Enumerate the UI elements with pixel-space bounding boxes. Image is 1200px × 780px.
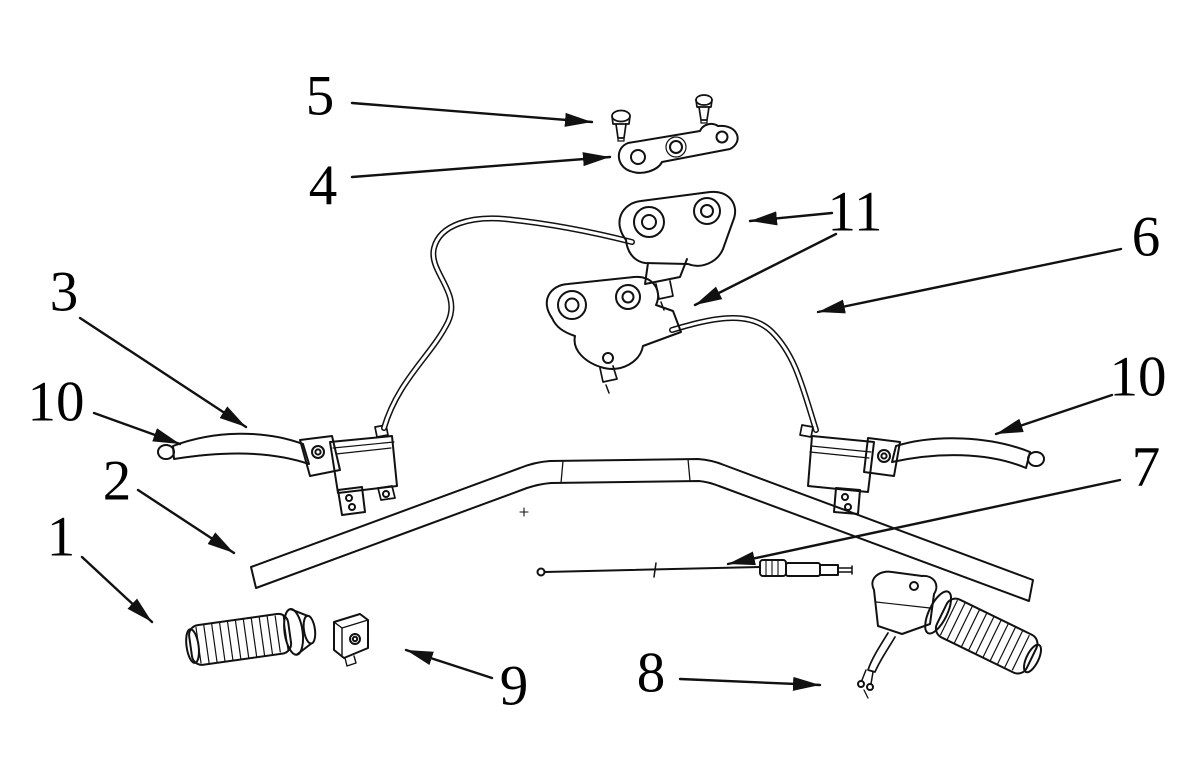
leader-2 [136, 488, 236, 555]
part-label-8: 8 [636, 641, 666, 705]
part-label-3: 3 [49, 260, 79, 324]
right-brake-hose-drawing [669, 315, 819, 433]
screw-a-drawing [611, 109, 631, 142]
mounting-bracket-drawing [617, 122, 739, 174]
left-brake-hose-drawing [381, 215, 635, 431]
throttle-assembly-drawing [857, 570, 938, 699]
part-label-7: 7 [1131, 435, 1161, 499]
part-label-6: 6 [1131, 205, 1161, 269]
leader-6 [816, 247, 1123, 314]
leader-8 [678, 676, 822, 691]
part-label-5: 5 [305, 64, 335, 128]
part-label-9: 9 [499, 654, 529, 718]
throttle-cable-drawing [536, 559, 853, 578]
leader-3 [78, 316, 248, 429]
screw-b-drawing [695, 94, 713, 124]
leader-10-left [92, 411, 182, 446]
right-grip-drawing [924, 590, 1043, 675]
part-label-11: 11 [827, 180, 883, 244]
part-label-4: 4 [308, 154, 338, 218]
handlebar-drawing [250, 458, 1034, 602]
leader-5 [350, 101, 594, 127]
leader-1 [80, 555, 154, 624]
leader-11a [748, 211, 834, 226]
left-brake-assembly-drawing [157, 424, 398, 516]
callout-leader-lines [78, 101, 1123, 691]
upper-caliper-drawing [618, 190, 737, 311]
leader-4 [350, 152, 612, 179]
lower-caliper-drawing [545, 275, 682, 394]
leader-7 [726, 478, 1122, 566]
leader-11b [693, 232, 838, 307]
part-label-2: 2 [102, 449, 132, 513]
left-grip-drawing [185, 608, 317, 666]
leader-9 [404, 648, 494, 680]
leader-10-right [994, 393, 1114, 436]
switch-housing-drawing [333, 613, 369, 667]
part-label-10-left: 10 [27, 370, 85, 434]
right-brake-assembly-drawing [799, 424, 1045, 515]
part-label-1: 1 [46, 505, 76, 569]
part-label-10-right: 10 [1109, 345, 1167, 409]
